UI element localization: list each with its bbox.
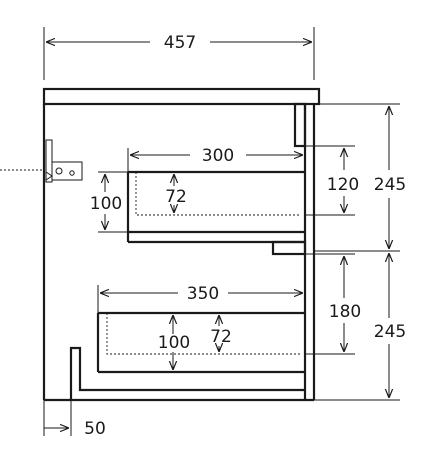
lower-handle xyxy=(271,240,307,256)
countertop xyxy=(42,87,321,106)
upper-drawer xyxy=(126,170,307,256)
upper-handle xyxy=(293,102,307,148)
upper-clearance-label: 120 xyxy=(327,175,359,195)
overall-width-label: 457 xyxy=(164,33,196,53)
dim-plinth: 50 xyxy=(43,400,106,439)
upper-section-label: 245 xyxy=(374,175,406,195)
mount-bracket xyxy=(51,161,83,181)
upper-drawer-width-label: 300 xyxy=(202,146,234,166)
dim-upper-section: 245 xyxy=(314,103,406,252)
lower-drawer xyxy=(69,311,305,400)
dim-lower-drawer-front: 100 xyxy=(158,315,190,370)
dim-overall-width: 457 xyxy=(43,27,315,80)
upper-front-height-label: 100 xyxy=(90,194,122,214)
lower-drawer-front-label: 100 xyxy=(158,333,190,353)
dim-lower-clearance: 180 xyxy=(305,253,361,355)
mount-screw-icon xyxy=(55,167,63,175)
lower-drawer-width-label: 350 xyxy=(187,284,219,304)
dim-upper-clearance: 120 xyxy=(305,145,359,216)
dim-lower-drawer-height: 72 xyxy=(210,315,232,352)
plinth-tray xyxy=(69,346,305,400)
dim-lower-drawer-width: 350 xyxy=(97,284,303,313)
dim-upper-drawer-height: 72 xyxy=(165,174,187,213)
lower-drawer-inner xyxy=(106,313,300,355)
lower-section-label: 245 xyxy=(374,322,406,342)
mount-screw-icon xyxy=(69,170,75,176)
cabinet-body xyxy=(42,87,321,402)
mount-tab xyxy=(45,171,53,181)
wall-mount-bracket xyxy=(0,139,83,183)
upper-drawer-inner xyxy=(135,172,300,216)
plinth-depth-label: 50 xyxy=(84,419,106,439)
lower-clearance-label: 180 xyxy=(329,302,361,322)
dim-upper-front-height: 100 xyxy=(90,171,128,233)
upper-drawer-height-label: 72 xyxy=(165,187,187,207)
dim-lower-section: 245 xyxy=(314,253,406,401)
dim-upper-drawer-width: 300 xyxy=(127,146,303,172)
lower-drawer-height-label: 72 xyxy=(210,327,232,347)
mount-plate xyxy=(45,139,53,183)
